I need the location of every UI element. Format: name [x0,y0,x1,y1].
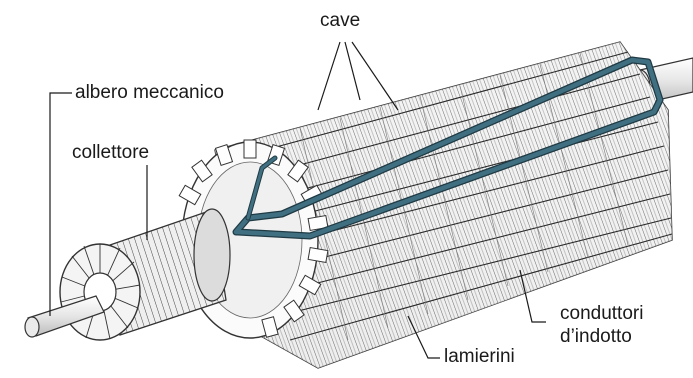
label-collettore: collettore [72,142,149,164]
commutator [60,209,230,340]
label-conduttori: conduttori [560,303,643,325]
label-indotto: d’indotto [560,326,632,348]
label-cave: cave [320,10,360,32]
leader-cave-1 [318,42,340,110]
leader-cave-3 [352,42,398,110]
label-albero-meccanico: albero meccanico [75,82,224,104]
label-lamierini: lamierini [444,346,515,368]
